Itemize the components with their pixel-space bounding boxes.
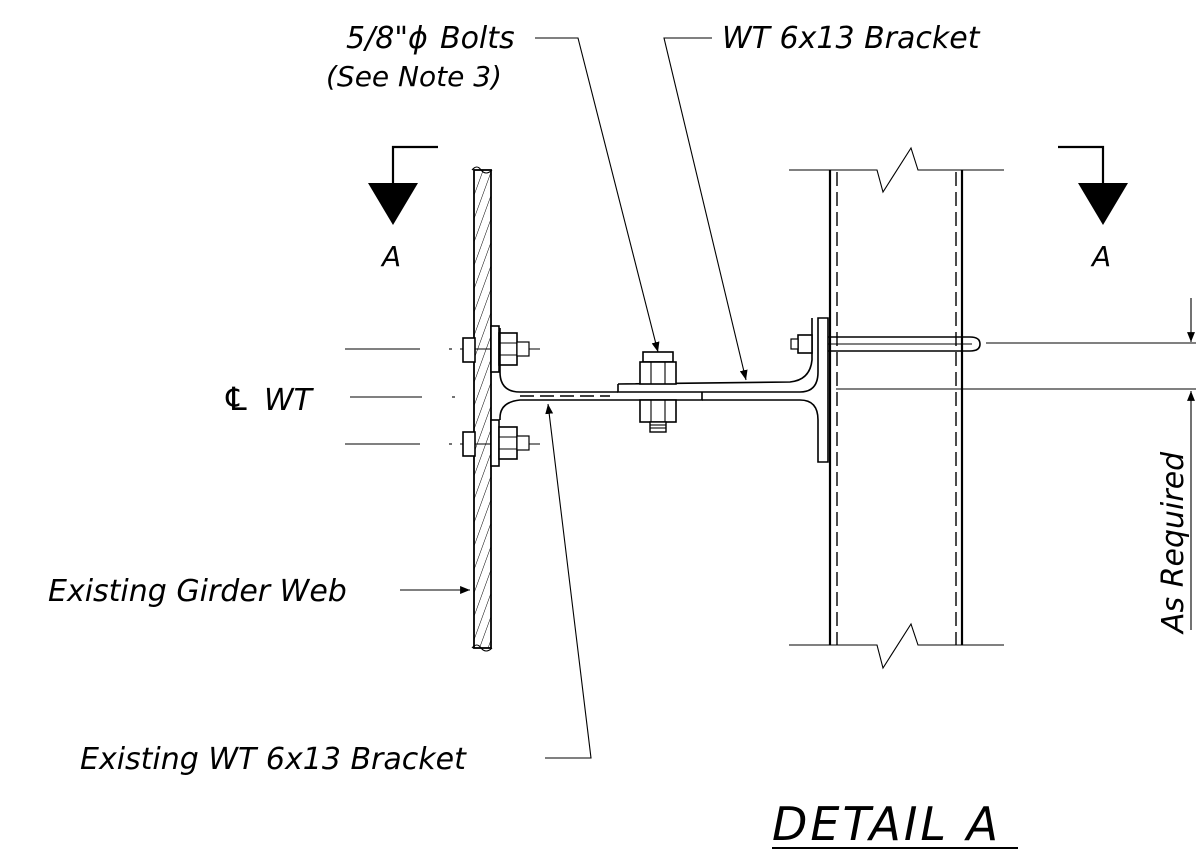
see-note-label: (See Note 3): [326, 60, 502, 93]
girder-web-label: Existing Girder Web: [48, 574, 347, 609]
detail-title-label: DETAIL A: [772, 797, 1001, 851]
new-wt-bracket: [617, 317, 829, 463]
centerline-label: ℄ WT: [222, 380, 315, 418]
section-right-label: A: [1090, 240, 1111, 273]
girder-web-callout: Existing Girder Web: [48, 574, 470, 609]
existing-bracket-callout: Existing WT 6x13 Bracket: [80, 403, 592, 777]
girder-bolt-upper: [462, 325, 530, 373]
existing-bracket-label: Existing WT 6x13 Bracket: [80, 742, 467, 777]
wt-bracket-leader: [663, 37, 748, 381]
wt-bracket-callout: WT 6x13 Bracket: [663, 21, 981, 381]
detail-title: DETAIL A: [772, 797, 1018, 851]
girder-bolt-lower: [462, 419, 530, 467]
bolts-label: Bolts: [440, 21, 515, 56]
bolts-leader: [535, 37, 660, 353]
section-marker-left: A: [368, 145, 438, 273]
bracket-bolt: [639, 351, 677, 433]
centerline-symbol: ℄: [222, 380, 251, 418]
girder-web: [471, 166, 493, 652]
bolts-callout: 5/8" ϕ Bolts (See Note 3): [326, 21, 660, 353]
hanger-rod: [790, 334, 981, 354]
existing-wt-bracket: [499, 328, 703, 420]
bolts-phi-label: ϕ: [408, 21, 428, 56]
section-marker-right: A: [1058, 145, 1128, 273]
as-required-dimension: As Required: [836, 298, 1196, 635]
as-required-label: As Required: [1156, 451, 1191, 635]
bolts-fraction-label: 5/8": [346, 21, 408, 56]
section-left-label: A: [380, 240, 401, 273]
wt-bracket-label: WT 6x13 Bracket: [722, 21, 981, 56]
centerline-wt-label: WT: [264, 383, 315, 418]
beam-section: [789, 146, 1004, 670]
